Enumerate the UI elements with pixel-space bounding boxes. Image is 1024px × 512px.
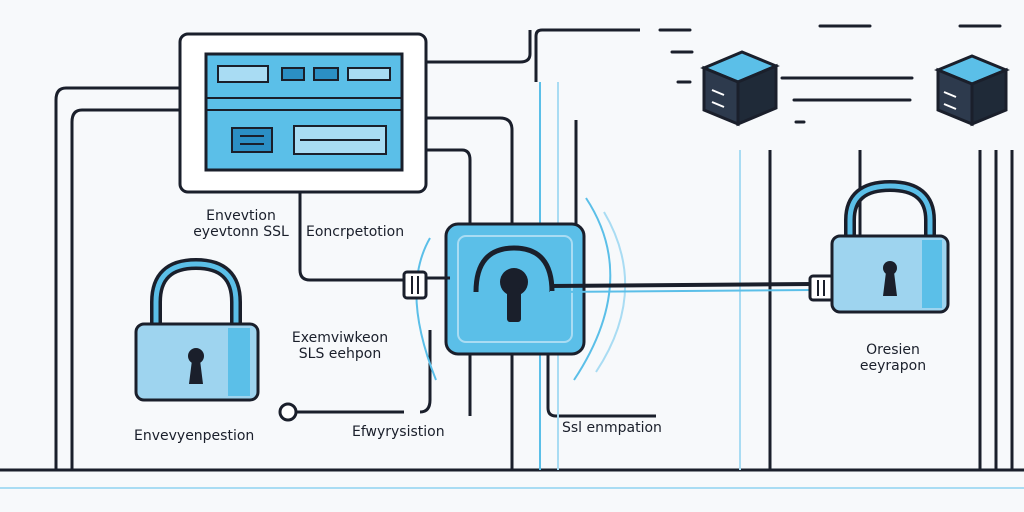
wire-top-join (424, 30, 532, 64)
endpoint-node (278, 402, 298, 422)
server-caption-line1: Envevtion (206, 208, 276, 224)
right-lock-caption-line1: Oresien (866, 342, 920, 358)
wiring (0, 28, 1024, 472)
left-lock-caption: Exemviwkeon SLS eehpon (272, 330, 408, 362)
encryption-top-label: Eoncrpetotion (306, 224, 405, 240)
bottom-left-label: Envevyenpestion (134, 428, 255, 444)
server-caption-line2: eyevtonn SSL (193, 224, 289, 240)
left-lock-caption-line1: Exemviwkeon (291, 330, 389, 346)
motion-dashes (658, 24, 1002, 124)
wire-panel-down (298, 190, 418, 282)
server-caption: Envevtion eyevtonn SSL (176, 208, 306, 240)
cable-plug-icon (402, 270, 836, 302)
server-block-icon-right (934, 54, 1010, 127)
bottom-mid-left-label: Efwyrysistion (352, 424, 445, 440)
right-lock-caption-line2: eeyrapon (859, 358, 927, 374)
wire-bottom-left-up (419, 330, 432, 414)
wire-left-inner (70, 108, 182, 470)
wave-left (415, 237, 437, 381)
padlock-icon-right (830, 179, 950, 314)
keyhole-lock-icon (444, 222, 586, 356)
wire-panel-right (424, 148, 472, 230)
wire-lock-down-right (546, 355, 656, 418)
server-panel-icon (178, 32, 428, 194)
padlock-icon-left (134, 257, 260, 402)
server-block-icon-left (700, 50, 780, 127)
left-lock-caption-line2: SLS eehpon (298, 346, 382, 362)
wire-top (534, 28, 640, 82)
bottom-mid-right-label: Ssl enmpation (562, 420, 662, 436)
right-lock-caption: Oresien eeyrapon (838, 342, 948, 374)
wire-panel-to-lock (424, 116, 514, 228)
wire-left-outer (54, 86, 182, 470)
